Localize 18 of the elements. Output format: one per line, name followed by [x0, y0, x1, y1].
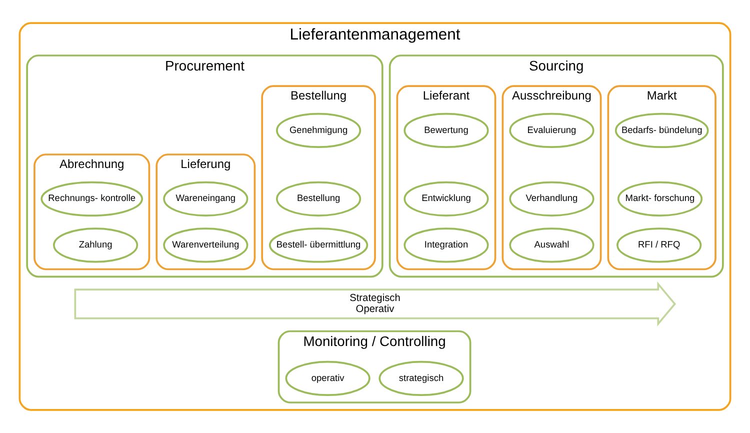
node-ellipse: Wareneingang	[163, 181, 248, 216]
node-ellipse: Evaluierung	[509, 112, 594, 148]
node-ellipse: Bewertung	[404, 112, 489, 148]
node-ellipse: Entwicklung	[404, 181, 489, 216]
node-ellipse: Genehmigung	[276, 112, 362, 148]
node-ellipse: RFI / RFQ	[616, 228, 702, 263]
node-ellipse: operativ	[285, 360, 370, 396]
node-ellipse: Markt- forschung	[617, 181, 703, 216]
node-ellipse: Verhandlung	[509, 181, 594, 216]
node-ellipse: Bestell- übermittlung	[268, 228, 368, 263]
node-ellipse: Auswahl	[509, 228, 594, 263]
node-ellipse: Warenverteilung	[163, 228, 248, 263]
node-ellipse: Integration	[404, 228, 489, 263]
node-ellipse: strategisch	[378, 360, 464, 396]
node-ellipse: Bestellung	[276, 181, 362, 216]
node-ellipse: Rechnungs- kontrolle	[40, 181, 144, 216]
node-ellipse: Zahlung	[52, 228, 138, 263]
node-ellipse: Bedarfs- bündelung	[614, 112, 709, 148]
